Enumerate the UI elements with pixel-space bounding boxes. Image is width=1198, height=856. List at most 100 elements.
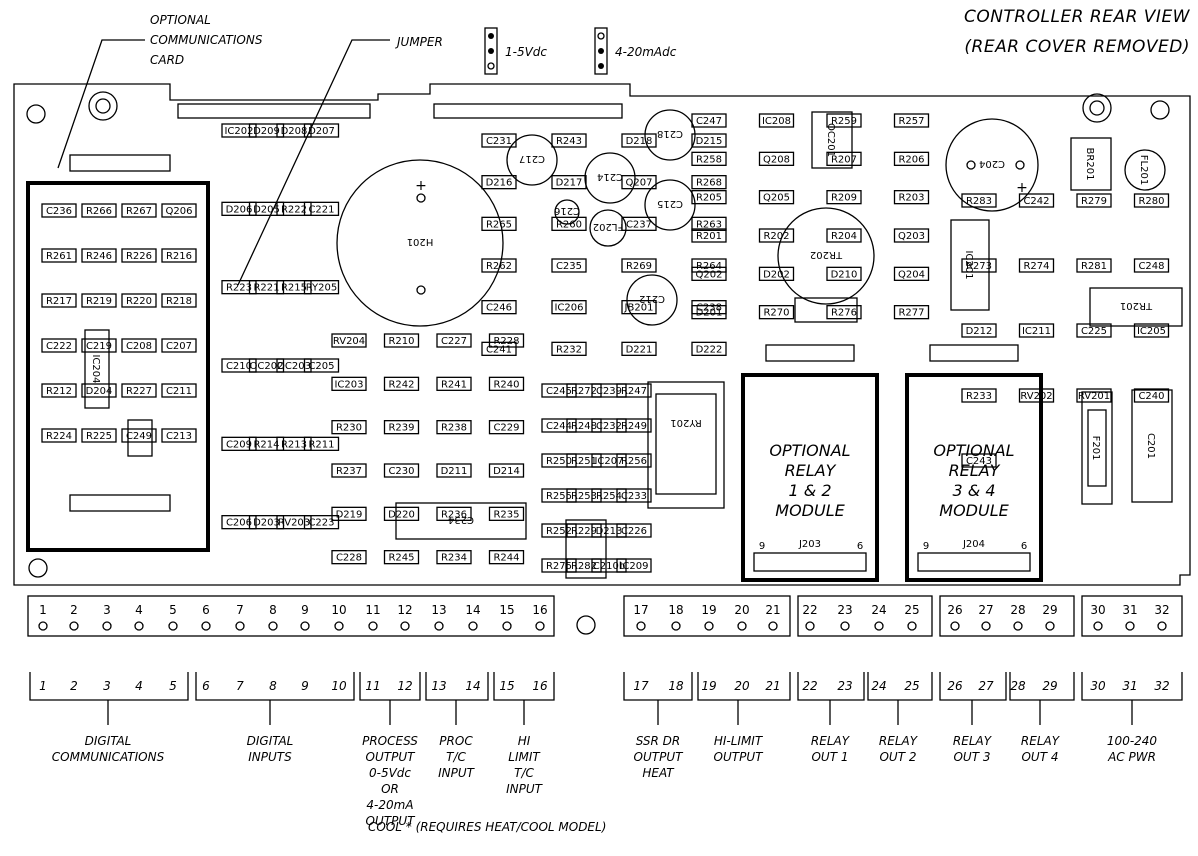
component-r240: R240 bbox=[488, 376, 525, 391]
svg-text:R222: R222 bbox=[281, 204, 307, 215]
component-d207: D207 bbox=[303, 123, 340, 138]
component-c210: C210 bbox=[221, 358, 257, 373]
group-label-line: T/C bbox=[514, 766, 534, 780]
component-r226: R226 bbox=[121, 248, 157, 263]
component-ic209: IC209 bbox=[616, 558, 652, 573]
terminal-label: 12 bbox=[397, 679, 412, 693]
component-c249: C249 bbox=[121, 428, 157, 443]
component-r202: R202 bbox=[758, 228, 795, 243]
svg-text:R206: R206 bbox=[898, 154, 924, 165]
svg-text:RY201: RY201 bbox=[670, 417, 702, 428]
group-label-line: RELAY bbox=[953, 734, 993, 748]
component-ic203: IC203 bbox=[331, 376, 367, 391]
terminal-label: 11 bbox=[365, 679, 380, 693]
terminal-25: 25 bbox=[904, 603, 920, 631]
svg-text:R249: R249 bbox=[621, 421, 647, 432]
svg-text:R269: R269 bbox=[626, 261, 652, 272]
group-label-line: OUT 2 bbox=[879, 750, 916, 764]
terminal-11: 11 bbox=[365, 603, 381, 631]
component-r280: R280 bbox=[1133, 193, 1170, 208]
component-r244: R244 bbox=[488, 550, 525, 565]
component-rv201: RV201 bbox=[1076, 388, 1112, 403]
svg-text:IC201: IC201 bbox=[963, 250, 974, 279]
terminal-number: 14 bbox=[465, 603, 480, 617]
component-jb201: JB201 bbox=[621, 300, 657, 315]
svg-text:IC202: IC202 bbox=[224, 126, 253, 137]
component-c230: C230 bbox=[383, 463, 420, 478]
svg-text:IC206: IC206 bbox=[554, 303, 583, 314]
terminal-number: 31 bbox=[1122, 603, 1137, 617]
svg-text:Q207: Q207 bbox=[626, 178, 653, 189]
svg-text:D208: D208 bbox=[281, 126, 308, 137]
component-c235: C235 bbox=[551, 258, 587, 273]
component-ic205: IC205 bbox=[1133, 323, 1170, 338]
svg-text:OPTIONAL: OPTIONAL bbox=[933, 441, 1014, 460]
svg-text:D209: D209 bbox=[253, 126, 280, 137]
component-r275: R275 bbox=[541, 558, 577, 573]
terminal-label: 18 bbox=[668, 679, 684, 693]
svg-text:R274: R274 bbox=[1023, 261, 1049, 272]
group-label-line: SSR DR bbox=[636, 734, 681, 748]
svg-text:R224: R224 bbox=[46, 431, 72, 442]
svg-text:C243: C243 bbox=[966, 456, 992, 467]
svg-text:9: 9 bbox=[923, 541, 929, 552]
terminal-number: 8 bbox=[269, 603, 277, 617]
component-c236: C236 bbox=[41, 203, 77, 218]
svg-text:R282: R282 bbox=[571, 561, 597, 572]
svg-text:D220: D220 bbox=[388, 509, 415, 520]
terminal-7: 7 bbox=[235, 603, 245, 631]
component-r256: R256 bbox=[616, 453, 652, 468]
svg-text:C215: C215 bbox=[657, 198, 683, 209]
svg-text:R213: R213 bbox=[281, 439, 307, 450]
component-c227: C227 bbox=[436, 333, 472, 348]
svg-text:RV204: RV204 bbox=[333, 336, 365, 347]
terminal-label: 5 bbox=[169, 679, 177, 693]
component-r234: R234 bbox=[436, 550, 472, 565]
terminal-28: 28 bbox=[1010, 603, 1026, 631]
component-r245: R245 bbox=[383, 550, 420, 565]
component-c228: C228 bbox=[331, 550, 367, 565]
component-ry205: RY205 bbox=[303, 280, 340, 295]
terminal-label: 23 bbox=[837, 679, 852, 693]
component-c213: C213 bbox=[161, 428, 197, 443]
group-label-line: HI bbox=[518, 734, 531, 748]
svg-text:R279: R279 bbox=[1081, 196, 1107, 207]
terminal-number: 15 bbox=[499, 603, 514, 617]
svg-text:6: 6 bbox=[1021, 541, 1027, 552]
svg-text:R212: R212 bbox=[46, 386, 72, 397]
title-line-1: CONTROLLER REAR VIEW bbox=[964, 7, 1191, 27]
svg-text:C227: C227 bbox=[441, 336, 467, 347]
capacitor-c214: C214 bbox=[584, 152, 636, 204]
component-r266: R266 bbox=[81, 203, 117, 218]
svg-text:RY205: RY205 bbox=[306, 283, 338, 294]
svg-text:R268: R268 bbox=[696, 178, 722, 189]
filter-fl202: FL202 bbox=[589, 209, 627, 247]
component-d209: D209 bbox=[248, 123, 285, 138]
component-r246: R246 bbox=[81, 248, 117, 263]
group-label-line: 4-20mA bbox=[366, 798, 413, 812]
jumper-leader-line bbox=[237, 39, 390, 286]
svg-text:D210: D210 bbox=[831, 269, 858, 280]
svg-text:Q202: Q202 bbox=[696, 269, 723, 280]
component-c229: C229 bbox=[488, 420, 525, 435]
terminal-12: 12 bbox=[397, 603, 413, 631]
card-label-line-1: OPTIONAL bbox=[150, 13, 211, 27]
group-label-line: PROC bbox=[439, 734, 473, 748]
svg-text:C237: C237 bbox=[626, 219, 652, 230]
group-label-line: OUTPUT bbox=[366, 814, 417, 828]
svg-text:MODULE: MODULE bbox=[775, 501, 845, 520]
component-r220: R220 bbox=[121, 293, 157, 308]
svg-text:R253: R253 bbox=[571, 491, 597, 502]
svg-text:R236: R236 bbox=[441, 509, 467, 520]
terminal-label: 21 bbox=[765, 679, 780, 693]
svg-text:D206: D206 bbox=[226, 204, 253, 215]
svg-text:C242: C242 bbox=[1023, 196, 1049, 207]
component-d222: D222 bbox=[691, 341, 727, 356]
transformer-tr201: TR201 bbox=[1089, 287, 1183, 327]
terminal-number: 22 bbox=[802, 603, 817, 617]
group-label-line: RELAY bbox=[879, 734, 919, 748]
svg-text:D211: D211 bbox=[441, 466, 468, 477]
component-r237: R237 bbox=[331, 463, 367, 478]
